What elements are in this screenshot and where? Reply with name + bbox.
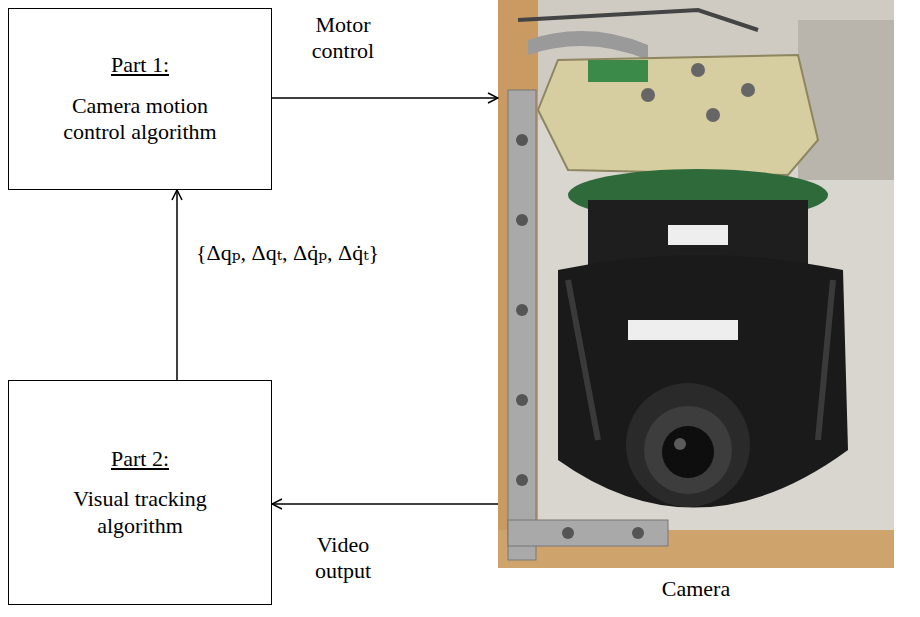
process-box: Part 2: Visual tracking algorithm	[8, 380, 272, 605]
part-heading: Part 2:	[111, 446, 169, 472]
camera-caption: Camera	[498, 576, 894, 602]
camera-node: Camera	[498, 0, 894, 610]
part-heading: Part 1:	[111, 52, 169, 78]
arrow-connector	[272, 503, 498, 505]
signal-label: {Δqₚ, Δqₜ, Δq̇ₚ, Δq̇ₜ}	[196, 240, 476, 266]
camera-photo	[498, 0, 894, 568]
arrow-connector	[176, 190, 178, 380]
part-description: Camera motion control algorithm	[48, 93, 233, 146]
arrow-connector	[272, 97, 498, 99]
signal-label: Video output	[298, 532, 388, 585]
part-description: Visual tracking algorithm	[48, 486, 233, 539]
signal-label: Motor control	[298, 12, 388, 65]
process-box: Part 1: Camera motion control algorithm	[8, 8, 272, 190]
